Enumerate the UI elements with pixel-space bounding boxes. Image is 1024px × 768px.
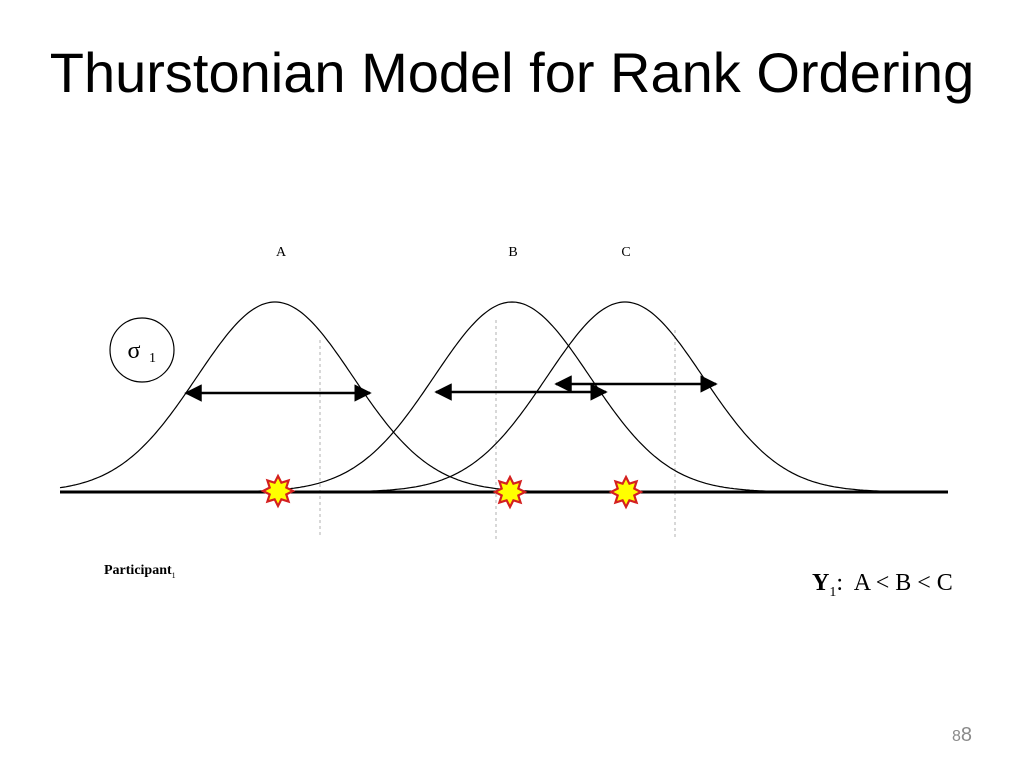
distribution-curve-a	[59, 301, 544, 493]
star-marker-icon	[492, 474, 528, 510]
distribution-curve-c	[300, 301, 904, 493]
page-number: 88	[952, 724, 973, 746]
sigma-label: σ	[128, 338, 141, 364]
participant-label: Participant1	[104, 563, 176, 580]
item-label-c: C	[621, 245, 630, 260]
star-marker-icon	[260, 473, 296, 509]
rank-order-label: Y1: A < B < C	[812, 570, 953, 600]
item-label-a: A	[276, 245, 287, 260]
sigma-circle	[109, 317, 175, 383]
distribution-curve-b	[200, 301, 791, 493]
star-marker-icon	[608, 474, 644, 510]
slide-title: Thurstonian Model for Rank Ordering	[49, 41, 975, 104]
item-label-b: B	[508, 245, 517, 260]
sigma-subscript: 1	[149, 351, 156, 366]
